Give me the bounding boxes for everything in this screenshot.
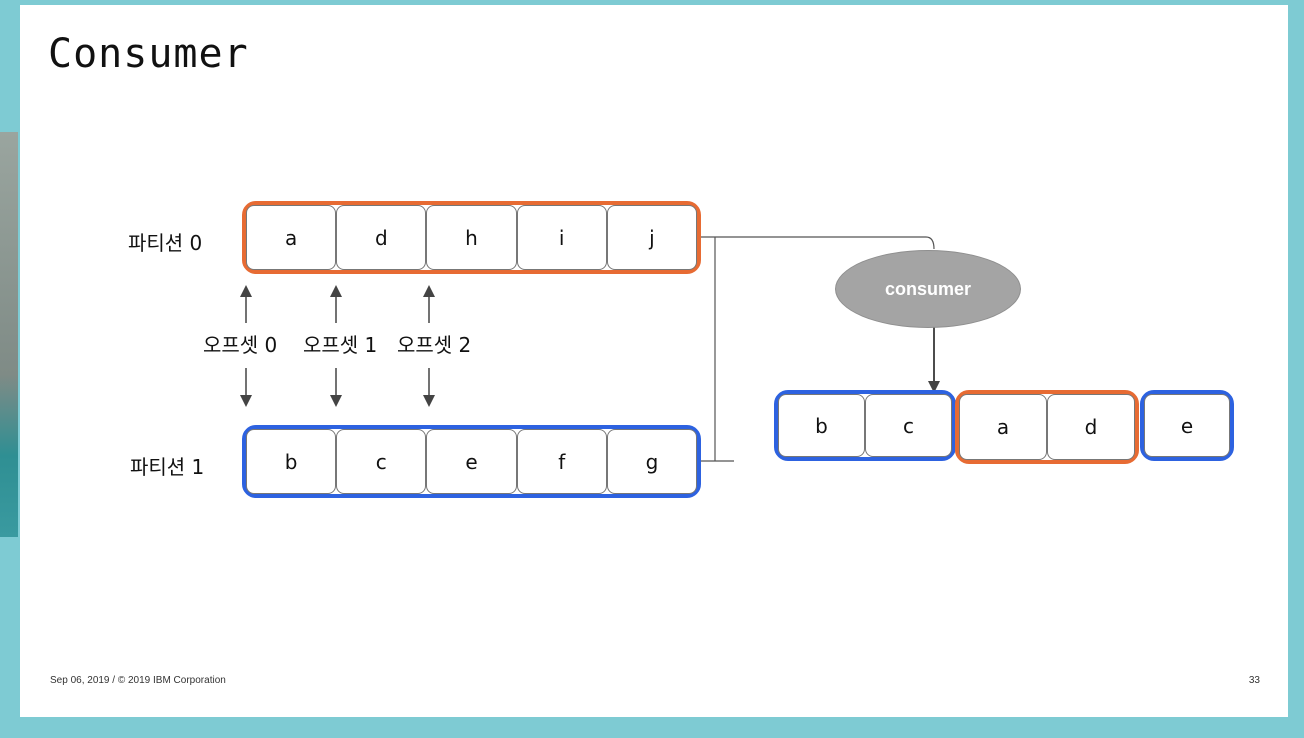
output-blue-group-1: b c [774,390,956,461]
partition0-cell: a [246,205,337,270]
partition1-cell: g [606,429,698,494]
offset-label: 오프셋 1 [303,333,378,357]
slide: Consumer 파티션 0 a d h i j 오프셋 0 오프셋 1 오프셋… [20,5,1288,717]
offset-label: 오프셋 0 [203,333,278,357]
partition1-cell: e [426,429,517,494]
partition1-cell: c [336,429,427,494]
page-number: 33 [1248,675,1260,686]
diagram-connectors [240,236,940,462]
partition1-label: 파티션 1 [130,455,205,479]
partition0-label: 파티션 0 [128,231,203,255]
partition1-cell: f [516,429,607,494]
output-cell: c [865,394,952,457]
partition0-to-consumer-line [700,236,935,250]
partition0-cell: j [606,205,698,270]
output-cell: b [778,394,865,457]
footer-text: Sep 06, 2019 / © 2019 IBM Corporation [50,675,226,686]
partition0-track: a d h i j [242,201,701,274]
output-cell: a [959,394,1047,460]
output-blue-group-2: e [1140,390,1234,461]
output-cell: d [1047,394,1135,460]
consumer-label: consumer [884,278,972,299]
presenter-video-strip [0,132,18,537]
offset-label: 오프셋 2 [397,333,472,357]
consumer-node: consumer [835,250,1021,328]
partition1-cell: b [246,429,337,494]
page-title: Consumer [48,31,249,77]
partition1-track: b c e f g [242,425,701,498]
output-cell: e [1144,394,1230,457]
partition0-cell: h [426,205,517,270]
partition0-cell: i [516,205,607,270]
partition0-cell: d [336,205,427,270]
output-orange-group: a d [955,390,1139,464]
